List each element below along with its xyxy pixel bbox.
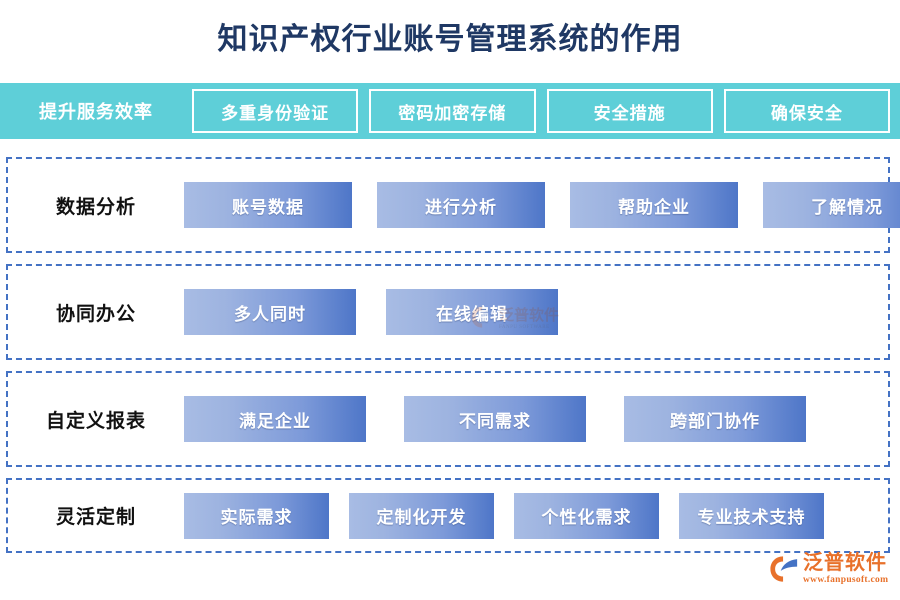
- category-item[interactable]: 进行分析: [377, 182, 545, 228]
- highlight-item[interactable]: 安全措施: [546, 89, 713, 133]
- category-item[interactable]: 多人同时: [184, 289, 356, 335]
- page-title: 知识产权行业账号管理系统的作用: [217, 23, 683, 56]
- category-item[interactable]: 个性化需求: [514, 492, 659, 539]
- category-row-items: 账号数据 进行分析 帮助企业 了解情况: [184, 182, 900, 228]
- category-row-items: 实际需求 定制化开发 个性化需求 专业技术支持: [184, 492, 888, 539]
- category-row-custom-reports: 自定义报表 满足企业 不同需求 跨部门协作: [6, 371, 890, 467]
- category-item[interactable]: 实际需求: [184, 492, 329, 539]
- category-row-label: 数据分析: [55, 196, 136, 218]
- category-item[interactable]: 满足企业: [184, 396, 366, 442]
- category-row-collaboration: 协同办公 多人同时 在线编辑: [6, 264, 890, 360]
- brand-logo[interactable]: 泛普软件 www.fanpusoft.com: [769, 548, 894, 590]
- highlight-item[interactable]: 确保安全: [723, 89, 890, 133]
- category-row-label: 灵活定制: [55, 507, 136, 528]
- category-item[interactable]: 定制化开发: [349, 492, 494, 539]
- category-row-items: 多人同时 在线编辑: [184, 289, 888, 335]
- category-row-data-analysis: 数据分析 账号数据 进行分析 帮助企业 了解情况: [6, 157, 900, 253]
- highlight-row-label: 提升服务效率: [39, 102, 153, 122]
- fanpu-swoosh-logo-icon: [770, 556, 798, 582]
- category-item[interactable]: 专业技术支持: [679, 492, 824, 539]
- category-row-items: 满足企业 不同需求 跨部门协作: [184, 396, 888, 442]
- category-item[interactable]: 了解情况: [763, 182, 900, 228]
- logo-url: www.fanpusoft.com: [803, 575, 889, 585]
- highlight-row: 提升服务效率 多重身份验证 密码加密存储 安全措施 确保安全: [0, 83, 900, 139]
- highlight-row-items: 多重身份验证 密码加密存储 安全措施 确保安全: [192, 89, 900, 133]
- category-item[interactable]: 帮助企业: [570, 182, 738, 228]
- highlight-item[interactable]: 多重身份验证: [192, 89, 359, 133]
- highlight-item[interactable]: 密码加密存储: [369, 89, 536, 133]
- category-row-label: 自定义报表: [45, 410, 146, 432]
- category-item[interactable]: 在线编辑: [386, 289, 558, 335]
- logo-name: 泛普软件: [803, 552, 887, 574]
- category-row-flexible-customization: 灵活定制 实际需求 定制化开发 个性化需求 专业技术支持: [6, 478, 890, 553]
- category-item[interactable]: 账号数据: [184, 182, 352, 228]
- category-item[interactable]: 不同需求: [404, 396, 586, 442]
- category-row-label: 协同办公: [55, 303, 136, 325]
- category-item[interactable]: 跨部门协作: [624, 396, 806, 442]
